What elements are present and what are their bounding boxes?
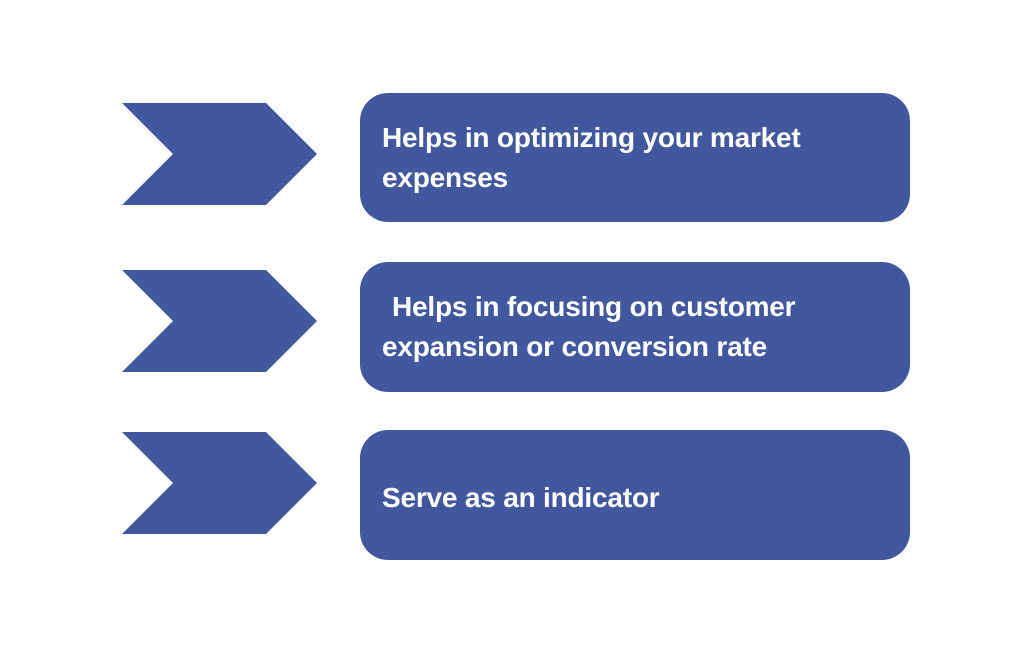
benefit-card[interactable]: Helps in focusing on customer expansion … (360, 262, 910, 392)
chevron-right-arrow-shape (122, 432, 317, 534)
benefit-text: Serve as an indicator (382, 482, 660, 514)
benefit-text: Helps in optimizing your market expenses (382, 121, 801, 193)
benefit-card[interactable]: Serve as an indicator (360, 430, 910, 560)
benefit-text: Helps in focusing on customer expansion … (382, 291, 796, 362)
chevron-right-arrow-icon (122, 432, 317, 534)
chevron-right-arrow-icon (122, 270, 317, 372)
chevron-right-arrow-icon (122, 103, 317, 205)
benefit-row: Helps in optimizing your market expenses (0, 93, 1024, 222)
benefit-card[interactable]: Helps in optimizing your market expenses (360, 93, 910, 222)
benefit-row: Serve as an indicator (0, 430, 1024, 560)
chevron-right-arrow-shape (122, 270, 317, 372)
benefit-row: Helps in focusing on customer expansion … (0, 262, 1024, 392)
chevron-right-arrow-shape (122, 103, 317, 205)
